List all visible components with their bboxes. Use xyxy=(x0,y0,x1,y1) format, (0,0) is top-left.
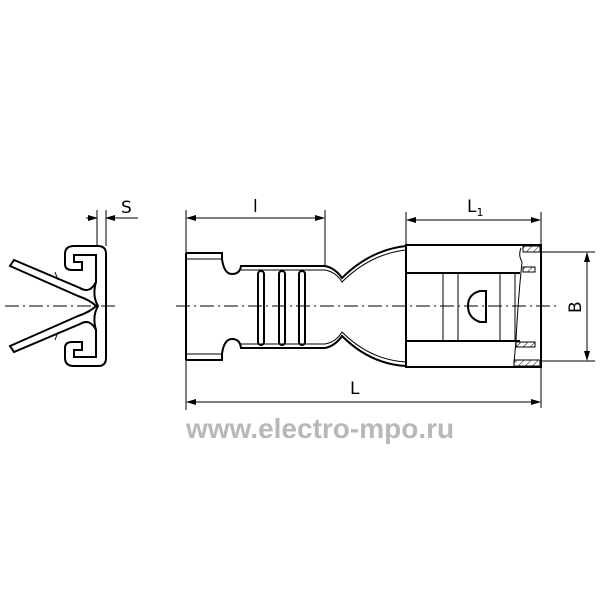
width-label: B xyxy=(566,301,586,313)
total-length-label: L xyxy=(350,379,360,399)
sleeve-length-label: L1 xyxy=(467,197,483,219)
dimple-detent xyxy=(466,290,487,323)
stiffening-slot xyxy=(298,270,306,346)
thickness-label: S xyxy=(121,198,132,218)
lower-spring-arm xyxy=(8,305,97,354)
contact-length-label: l xyxy=(253,197,258,217)
side-view: S xyxy=(5,198,138,367)
stiffening-slot xyxy=(257,270,265,346)
contact-lower-outline xyxy=(186,334,407,367)
stiffening-slot xyxy=(278,270,286,346)
contact-upper-outline xyxy=(186,245,407,280)
terminal-profile xyxy=(64,245,107,367)
upper-spring-arm xyxy=(8,258,97,307)
watermark: www.electro-mpo.ru xyxy=(185,413,454,444)
top-view: l L1 B L www.electro-mpo.ru xyxy=(176,197,595,444)
